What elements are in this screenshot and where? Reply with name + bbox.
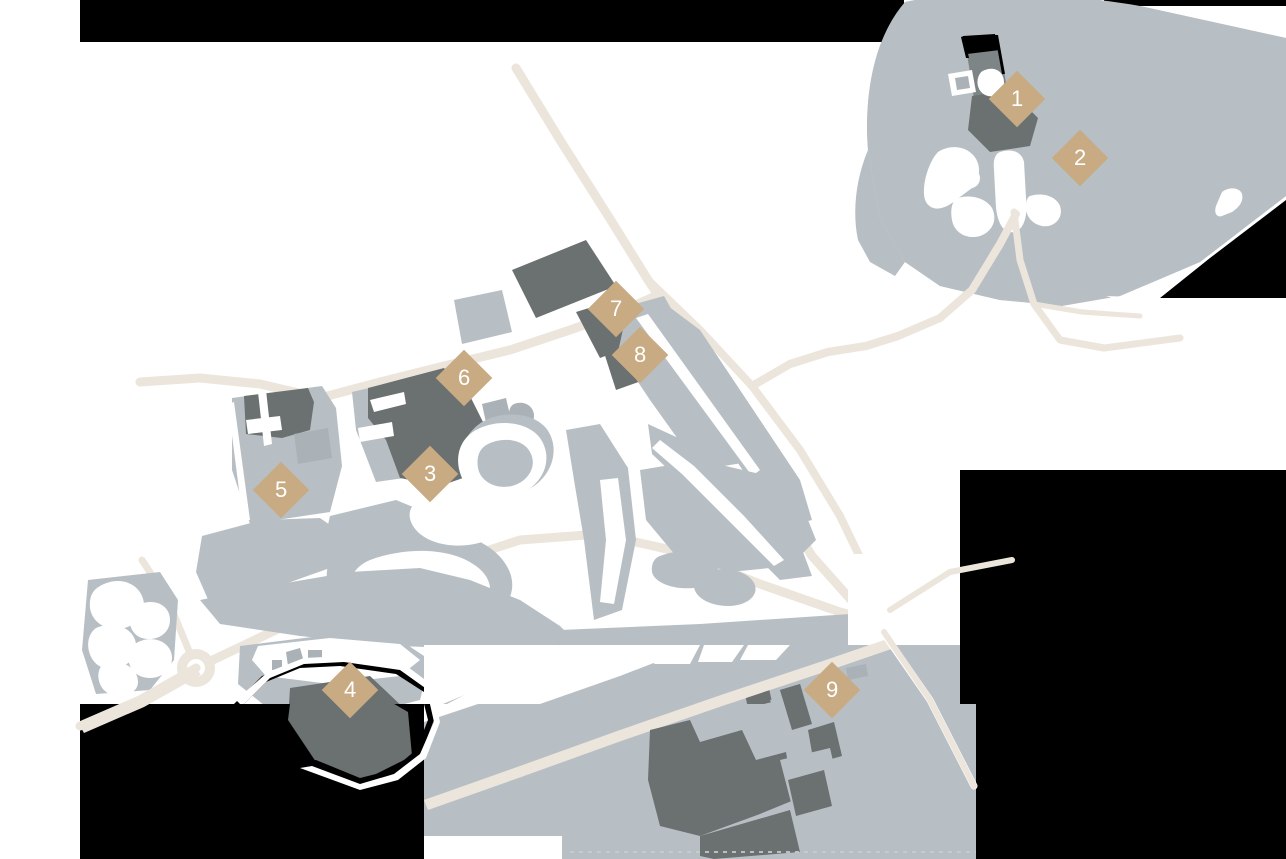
map-marker-8-label: 8 <box>633 342 647 367</box>
map-marker-2-label: 2 <box>1073 145 1087 170</box>
roads-northeast-overflow <box>748 208 1184 390</box>
park-west <box>82 572 178 696</box>
water-northeast-overflow <box>781 68 1243 306</box>
map-marker-5-label: 5 <box>274 477 288 502</box>
map-marker-7-label: 7 <box>609 296 623 321</box>
water-center <box>458 423 547 499</box>
road-east-branch <box>881 557 1015 789</box>
map-marker-4-label: 4 <box>343 677 357 702</box>
map-void-regions <box>80 0 1286 859</box>
map-marker-6-label: 6 <box>457 365 471 390</box>
map-marker-9-label: 9 <box>825 677 839 702</box>
map-marker-3-label: 3 <box>423 461 437 486</box>
map-marker-1-label: 1 <box>1010 86 1024 111</box>
road-west-overflow <box>75 663 201 731</box>
blocks-southeast-overflow <box>424 638 976 859</box>
